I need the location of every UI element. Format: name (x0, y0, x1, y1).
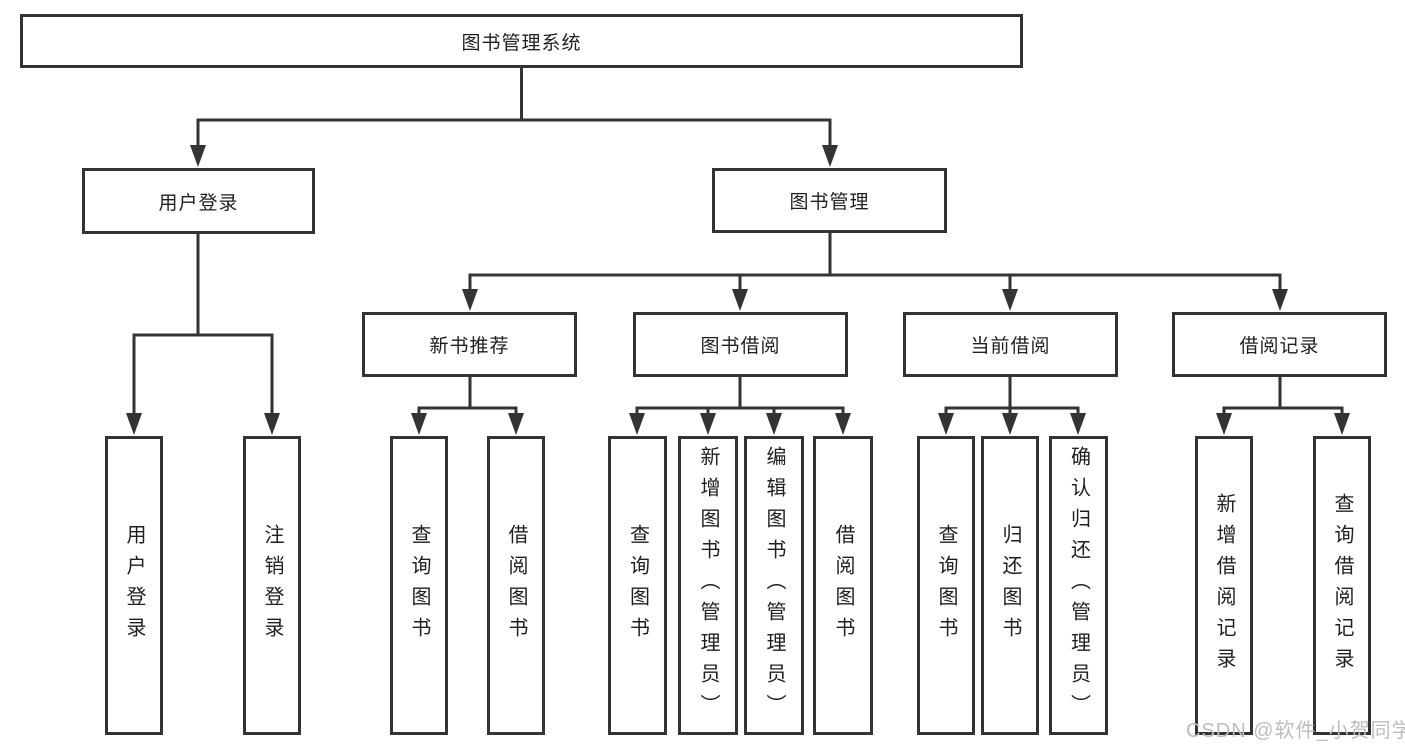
leaf-user-login-label: 用户登录 (123, 523, 145, 648)
csdn-watermark: CSDN @软件_小贺同学 (1186, 720, 1405, 742)
arrow-down-icon (938, 413, 954, 435)
arrow-down-icon (822, 145, 838, 167)
leaf-borrowing-query-books-label: 查询图书 (626, 523, 649, 648)
node-book-borrowing: 图书借阅 (633, 312, 848, 377)
arrow-down-icon (732, 289, 748, 311)
arrow-down-icon (835, 413, 851, 435)
leaf-logout-label: 注销登录 (261, 523, 283, 648)
leaf-edit-books-admin: 编辑图书（管理员） (744, 436, 804, 735)
leaf-query-borrow-record: 查询借阅记录 (1313, 436, 1371, 735)
leaf-current-query-books-label: 查询图书 (935, 523, 957, 648)
leaf-return-books: 归还图书 (981, 436, 1039, 735)
node-borrow-records: 借阅记录 (1172, 312, 1387, 377)
leaf-add-books-admin: 新增图书（管理员） (678, 436, 738, 735)
node-root-label: 图书管理系统 (461, 32, 582, 54)
leaf-current-query-books: 查询图书 (917, 436, 975, 735)
leaf-newbooks-query-books: 查询图书 (390, 436, 448, 735)
node-current-borrowing: 当前借阅 (903, 312, 1118, 377)
leaf-add-borrow-record-label: 新增借阅记录 (1213, 492, 1235, 679)
node-book-borrowing-label: 图书借阅 (700, 336, 781, 357)
arrow-down-icon (1272, 289, 1288, 311)
leaf-add-borrow-record: 新增借阅记录 (1195, 436, 1253, 735)
leaf-return-books-label: 归还图书 (999, 523, 1021, 648)
arrow-down-icon (1216, 413, 1232, 435)
node-new-book-recommend-label: 新书推荐 (429, 336, 510, 357)
arrow-down-icon (1070, 413, 1086, 435)
leaf-newbooks-query-books-label: 查询图书 (408, 523, 430, 648)
arrow-down-icon (411, 413, 427, 435)
leaf-newbooks-borrow-books: 借阅图书 (487, 436, 545, 735)
node-root-system: 图书管理系统 (20, 14, 1023, 68)
leaf-edit-books-admin-label: 编辑图书（管理员） (763, 446, 785, 725)
leaf-borrowing-borrow-books-label: 借阅图书 (832, 523, 854, 648)
arrow-down-icon (462, 289, 478, 311)
node-new-book-recommend: 新书推荐 (362, 312, 577, 377)
leaf-borrowing-borrow-books: 借阅图书 (813, 436, 873, 735)
leaf-add-books-admin-label: 新增图书（管理员） (697, 446, 719, 725)
leaf-user-login: 用户登录 (105, 436, 163, 735)
arrow-down-icon (1334, 413, 1350, 435)
leaf-confirm-return-admin: 确认归还（管理员） (1049, 436, 1108, 735)
arrow-down-icon (1002, 289, 1018, 311)
arrow-down-icon (766, 413, 782, 435)
arrow-down-icon (700, 413, 716, 435)
node-current-borrowing-label: 当前借阅 (970, 336, 1051, 357)
node-user-login-label: 用户登录 (158, 192, 239, 214)
node-user-login: 用户登录 (82, 168, 315, 234)
leaf-logout: 注销登录 (243, 436, 301, 735)
arrowheads (126, 145, 1350, 435)
leaf-query-borrow-record-label: 查询借阅记录 (1331, 492, 1353, 679)
arrow-down-icon (1002, 413, 1018, 435)
arrow-down-icon (264, 413, 280, 435)
arrow-down-icon (508, 413, 524, 435)
tree-edges (132, 66, 1344, 420)
arrow-down-icon (629, 413, 645, 435)
node-book-management: 图书管理 (712, 168, 947, 233)
node-book-management-label: 图书管理 (789, 192, 870, 213)
leaf-borrowing-query-books: 查询图书 (608, 436, 667, 735)
leaf-newbooks-borrow-books-label: 借阅图书 (505, 523, 527, 648)
leaf-confirm-return-admin-label: 确认归还（管理员） (1067, 446, 1090, 725)
arrow-down-icon (126, 413, 142, 435)
arrow-down-icon (190, 145, 206, 167)
node-borrow-records-label: 借阅记录 (1239, 336, 1320, 357)
